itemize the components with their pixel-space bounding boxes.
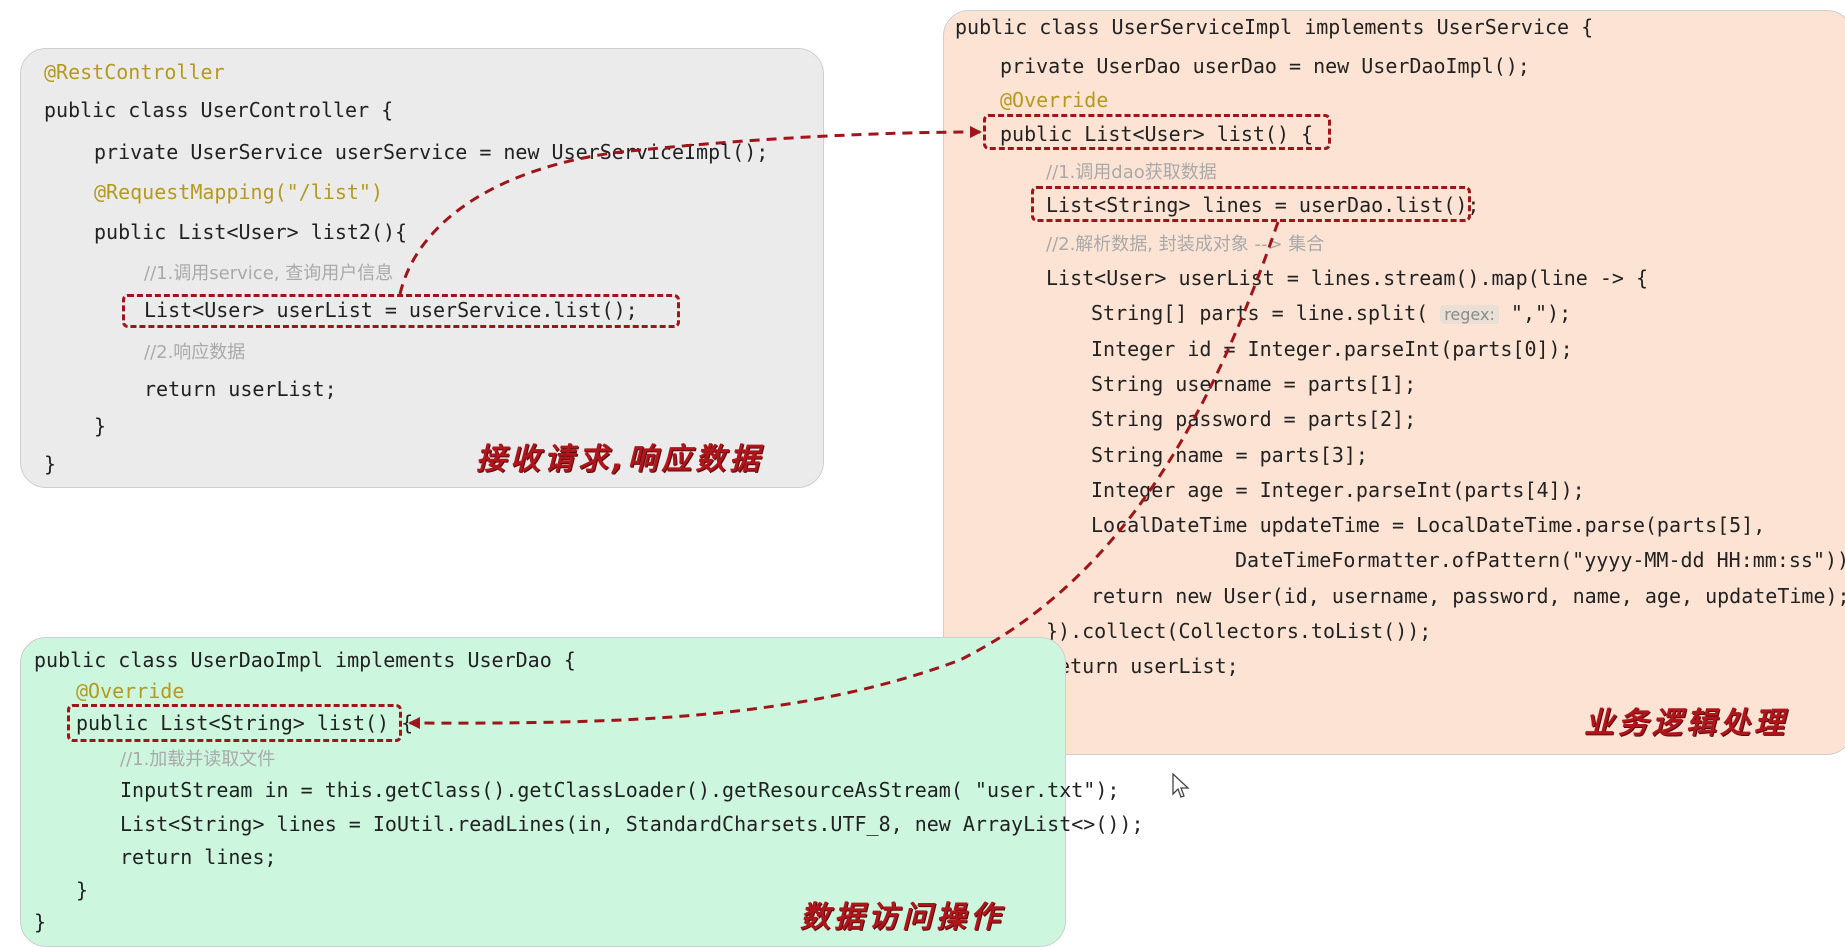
code-line: return new User(id, username, password, … xyxy=(1091,584,1845,608)
code-line: } xyxy=(44,452,57,476)
mouse-cursor-icon xyxy=(1172,773,1190,798)
code-line: String username = parts[1]; xyxy=(1091,372,1417,396)
code-line: List<String> lines = userDao.list(); xyxy=(1046,193,1480,217)
code-line: Integer age = Integer.parseInt(parts[4])… xyxy=(1091,478,1585,502)
code-line: private UserDao userDao = new UserDaoImp… xyxy=(1000,54,1530,78)
highlight-service-call xyxy=(122,294,680,328)
code-comment: //1.调用service, 查询用户信息 xyxy=(144,263,394,284)
code-line: } xyxy=(94,414,107,438)
code-line: }).collect(Collectors.toList()); xyxy=(1046,619,1432,643)
code-line: public class UserController { xyxy=(44,98,394,122)
code-line: LocalDateTime updateTime = LocalDateTime… xyxy=(1091,513,1766,537)
code-line: public List<User> list() { xyxy=(1000,122,1314,146)
code-line: public List<String> list() { xyxy=(76,711,414,735)
code-line: return userList; xyxy=(144,377,337,401)
code-line: @RequestMapping("/list") xyxy=(94,180,383,204)
service-label: 业务逻辑处理 xyxy=(1584,706,1788,741)
code-line: public class UserServiceImpl implements … xyxy=(955,15,1594,39)
code-line: return userList; xyxy=(1046,654,1239,678)
dao-label: 数据访问操作 xyxy=(800,900,1004,935)
code-line: DateTimeFormatter.ofPattern("yyyy-MM-dd … xyxy=(1235,548,1845,572)
code-line: String password = parts[2]; xyxy=(1091,407,1417,431)
code-line: private UserService userService = new Us… xyxy=(94,140,769,164)
code-line: List<String> lines = IoUtil.readLines(in… xyxy=(120,812,1144,836)
code-line: String name = parts[3]; xyxy=(1091,443,1368,467)
code-line: @Override xyxy=(1000,88,1109,112)
code-line: Integer id = Integer.parseInt(parts[0]); xyxy=(1091,337,1573,361)
code-line: @RestController xyxy=(44,60,225,84)
code-line: } xyxy=(76,878,89,902)
code-comment: //1.调用dao获取数据 xyxy=(1046,162,1217,183)
code-line: InputStream in = this.getClass().getClas… xyxy=(120,778,1120,802)
code-comment: //2.解析数据, 封装成对象 --> 集合 xyxy=(1046,234,1325,255)
code-line: List<User> userList = lines.stream().map… xyxy=(1046,266,1649,290)
highlight-dao-list xyxy=(67,704,402,742)
code-line: } xyxy=(34,910,47,934)
code-comment: //2.响应数据 xyxy=(144,342,246,363)
code-line: String[] parts = line.split( regex: ",")… xyxy=(1091,301,1571,325)
highlight-service-list xyxy=(983,114,1331,150)
controller-label: 接收请求,响应数据 xyxy=(476,442,764,477)
code-line: return lines; xyxy=(120,845,277,869)
code-comment: //1.加载并读取文件 xyxy=(120,749,276,770)
code-line: public List<User> list2(){ xyxy=(94,220,408,244)
dao-code: public class UserDaoImpl implements User… xyxy=(0,0,1144,934)
code-line: @Override xyxy=(76,679,185,703)
code-line: public class UserDaoImpl implements User… xyxy=(34,648,576,672)
highlight-dao-call xyxy=(1031,186,1471,222)
split-call: String[] parts = line.split( xyxy=(1091,301,1429,325)
param-hint: regex: xyxy=(1440,305,1499,324)
split-arg: ","); xyxy=(1510,301,1572,325)
